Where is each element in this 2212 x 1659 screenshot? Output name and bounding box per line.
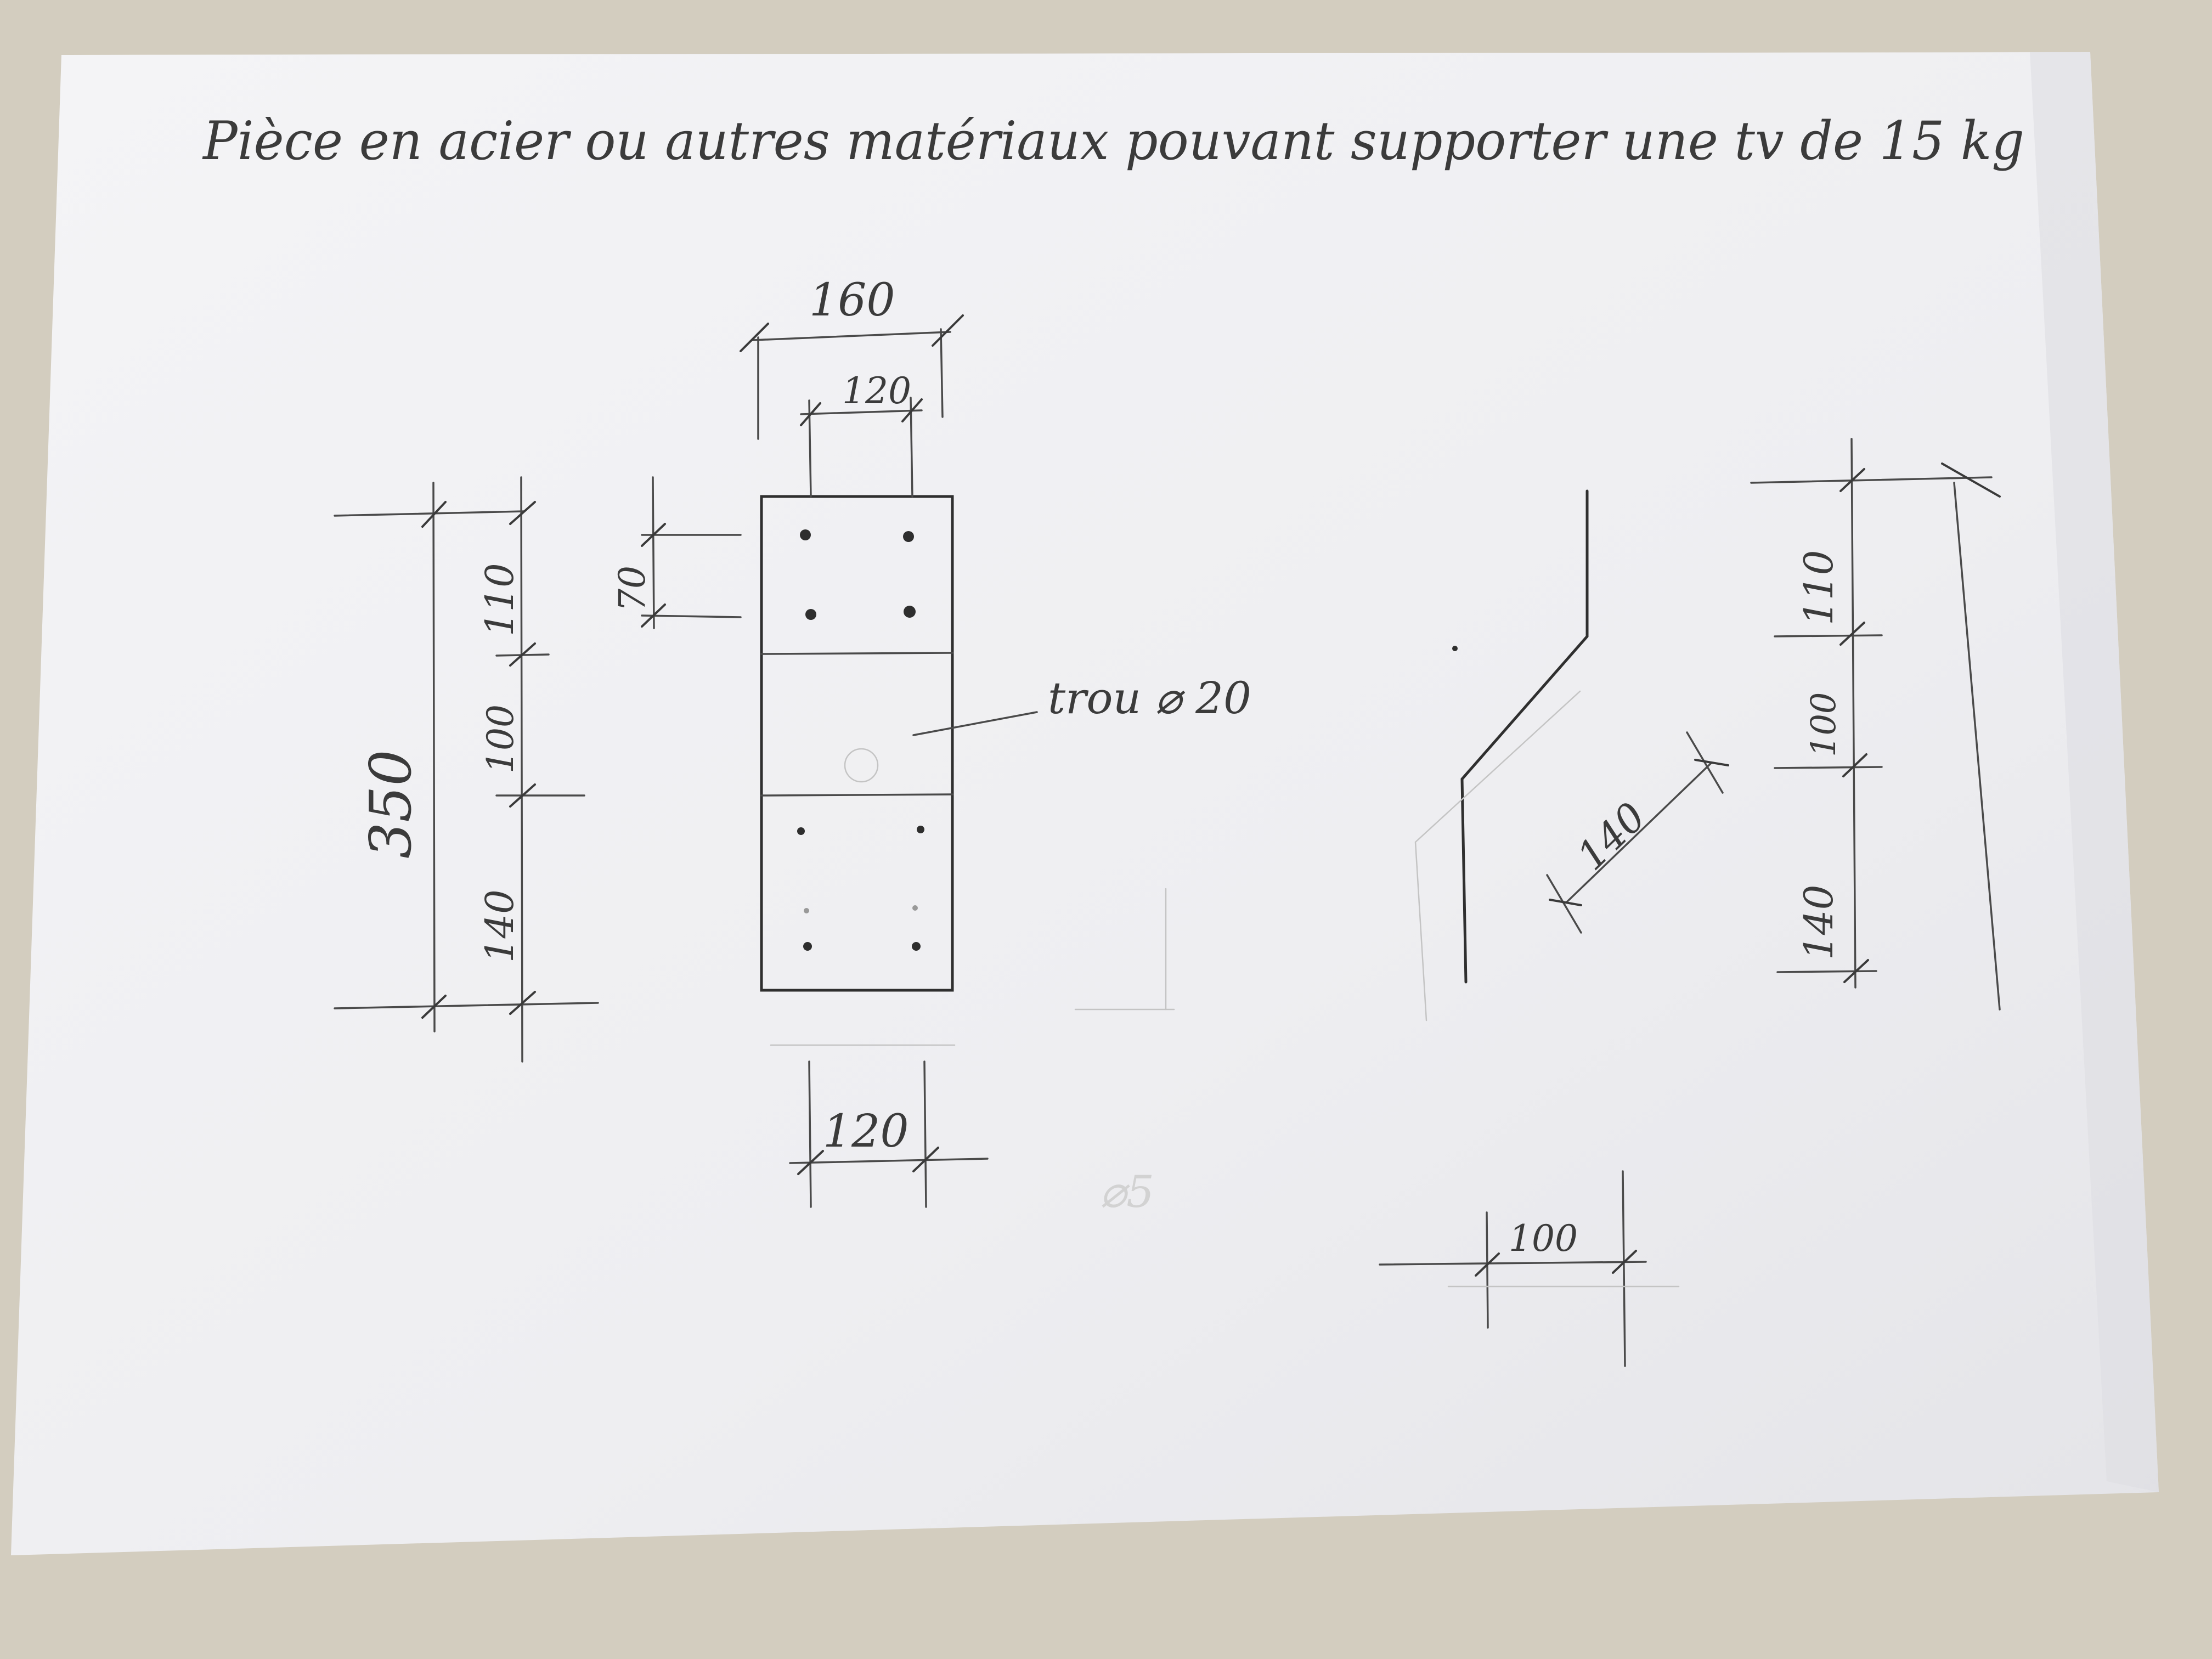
dim-line-width-holes-top	[800, 409, 923, 415]
drawing-title: Pièce en acier ou autres matériaux pouva…	[202, 110, 2024, 172]
dim-label-offset: 100	[1509, 1217, 1578, 1260]
ghost-sketch-mark: ⌀5	[1100, 1166, 1154, 1217]
dim-label-right-bottom: 140	[1796, 885, 1842, 960]
mount-hole-faint	[912, 905, 918, 911]
dim-label-width-holes-bottom: 120	[823, 1105, 909, 1158]
bracket-profile	[1460, 489, 1589, 984]
dim-label-total-height: 350	[357, 749, 424, 859]
dim-label-right-top: 110	[1796, 550, 1842, 625]
mount-hole	[805, 609, 816, 620]
bend-dot	[1452, 646, 1458, 651]
hole-note: trou ⌀ 20	[1048, 673, 1251, 724]
dim-line-hole-spacing	[652, 476, 655, 629]
mount-hole	[797, 827, 805, 835]
plate-outline	[760, 495, 954, 992]
dim-label-left-middle: 100	[479, 704, 522, 774]
dim-line-chain-left	[520, 476, 523, 1063]
hole-leader-line	[912, 711, 1038, 736]
mount-hole	[803, 942, 812, 951]
mount-hole	[904, 606, 916, 618]
plate-fold-line-top	[760, 652, 953, 655]
mount-hole	[912, 942, 921, 951]
mount-hole	[903, 531, 914, 542]
front-view: trou ⌀ 20 160 120 70 120 ⌀5	[611, 274, 1251, 1217]
dim-label-width-outer: 160	[809, 274, 895, 326]
paper-fold-shadow	[2030, 52, 2159, 1492]
dim-label-left-top: 110	[477, 563, 522, 636]
plate-fold-line-bottom	[760, 793, 953, 797]
dim-label-left-bottom: 140	[477, 889, 522, 963]
mount-hole	[800, 529, 811, 540]
dim-line-width-holes-bottom	[789, 1158, 989, 1164]
dim-label-width-holes-top: 120	[842, 370, 911, 412]
dim-line-width-outer	[752, 331, 951, 341]
dim-label-hole-spacing: 70	[611, 566, 653, 612]
paper-sheet	[11, 52, 2159, 1555]
dim-line-offset	[1379, 1261, 1647, 1266]
right-dimensions: 110 100 140	[1750, 438, 2001, 1011]
mount-hole	[917, 826, 924, 833]
center-hole	[844, 748, 879, 783]
dim-label-right-middle: 100	[1803, 692, 1843, 757]
bracket-profile-ghost	[1414, 690, 1581, 1022]
dim-line-total-height	[432, 482, 436, 1032]
dim-line-slant	[1565, 761, 1713, 904]
mount-hole-faint	[804, 908, 809, 913]
left-dimensions: 350 110 100 140	[334, 476, 599, 1063]
dim-line-chain-right	[1850, 438, 1857, 989]
